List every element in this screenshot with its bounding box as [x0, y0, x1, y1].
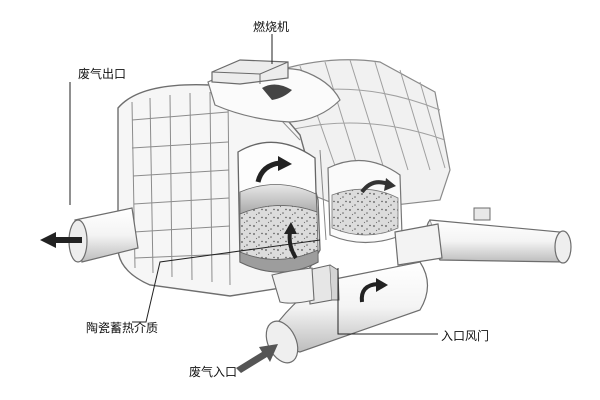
valve-connector	[394, 223, 443, 266]
exhaust-outlet-pipe	[40, 207, 139, 263]
chamber-flow-arrow	[255, 160, 281, 183]
inlet-damper-label: 入口风门	[441, 329, 490, 343]
burner-unit	[211, 59, 289, 85]
chamber-flow-arrow	[359, 282, 379, 303]
exhaust-inlet-label: 废气入口	[189, 365, 238, 379]
steel-frame-grid	[131, 91, 231, 286]
exhaust-outlet-label: 废气出口	[78, 67, 127, 81]
right-regenerator-chamber	[327, 159, 403, 244]
burner-label: 燃烧机	[253, 20, 290, 34]
ceramic-media-label: 陶瓷蓄热介质	[86, 321, 159, 335]
chamber-flow-arrow	[287, 231, 298, 260]
leader-lines	[69, 34, 438, 335]
left-regenerator-chamber	[237, 141, 327, 273]
exhaust-inlet-pipe	[236, 261, 429, 373]
outlet-flow-arrow	[40, 232, 82, 248]
right-header-pipe	[426, 207, 572, 264]
inlet-flow-arrow	[236, 344, 278, 373]
